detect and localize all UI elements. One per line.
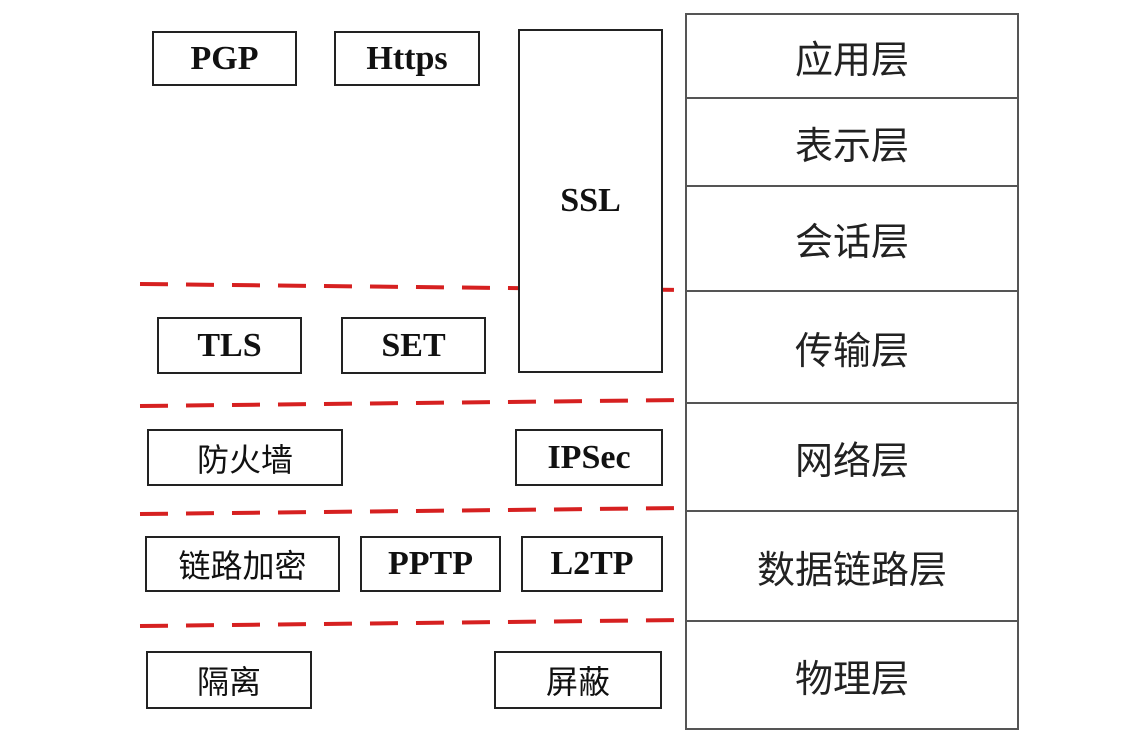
pgp-label: PGP: [190, 39, 259, 77]
layer-transport: 传输层: [687, 290, 1017, 402]
isolation-label: 隔离: [196, 663, 261, 701]
ssl-label: SSL: [560, 182, 621, 219]
layer-session-label: 会话层: [794, 220, 909, 264]
link-encryption-label: 链路加密: [178, 547, 307, 585]
layer-application: 应用层: [687, 15, 1017, 97]
layer-application-label: 应用层: [794, 37, 909, 82]
link-encryption-box: 链路加密: [145, 536, 340, 592]
tls-label: TLS: [197, 326, 262, 364]
divider-datalink-physical: [139, 618, 686, 628]
layer-physical-label: 物理层: [794, 656, 909, 701]
firewall-box: 防火墙: [147, 429, 343, 486]
divider-network-datalink: [139, 506, 686, 516]
layer-datalink: 数据链路层: [687, 510, 1017, 620]
pgp-box: PGP: [152, 31, 297, 86]
https-box: Https: [334, 31, 480, 86]
layer-network: 网络层: [687, 402, 1017, 510]
ipsec-label: IPSec: [547, 438, 631, 476]
isolation-box: 隔离: [146, 651, 312, 709]
layer-session: 会话层: [687, 185, 1017, 290]
shielding-label: 屏蔽: [545, 663, 610, 701]
https-label: Https: [366, 39, 448, 77]
layer-transport-label: 传输层: [794, 328, 909, 373]
divider-transport-network: [139, 398, 686, 408]
l2tp-label: L2TP: [550, 545, 634, 582]
layer-network-label: 网络层: [794, 438, 909, 483]
pptp-box: PPTP: [360, 536, 501, 592]
ssl-box: SSL: [518, 29, 663, 373]
layer-presentation-label: 表示层: [794, 123, 909, 168]
layer-datalink-label: 数据链路层: [756, 547, 947, 592]
l2tp-box: L2TP: [521, 536, 663, 592]
layer-presentation: 表示层: [687, 97, 1017, 185]
layer-physical: 物理层: [687, 620, 1017, 728]
ipsec-box: IPSec: [515, 429, 663, 486]
shielding-box: 屏蔽: [494, 651, 662, 709]
firewall-label: 防火墙: [196, 440, 293, 479]
osi-layer-stack: 应用层 表示层 会话层 传输层 网络层 数据链路层 物理层: [685, 13, 1019, 730]
set-box: SET: [341, 317, 486, 374]
set-label: SET: [381, 326, 446, 364]
tls-box: TLS: [157, 317, 302, 374]
pptp-label: PPTP: [388, 545, 473, 582]
